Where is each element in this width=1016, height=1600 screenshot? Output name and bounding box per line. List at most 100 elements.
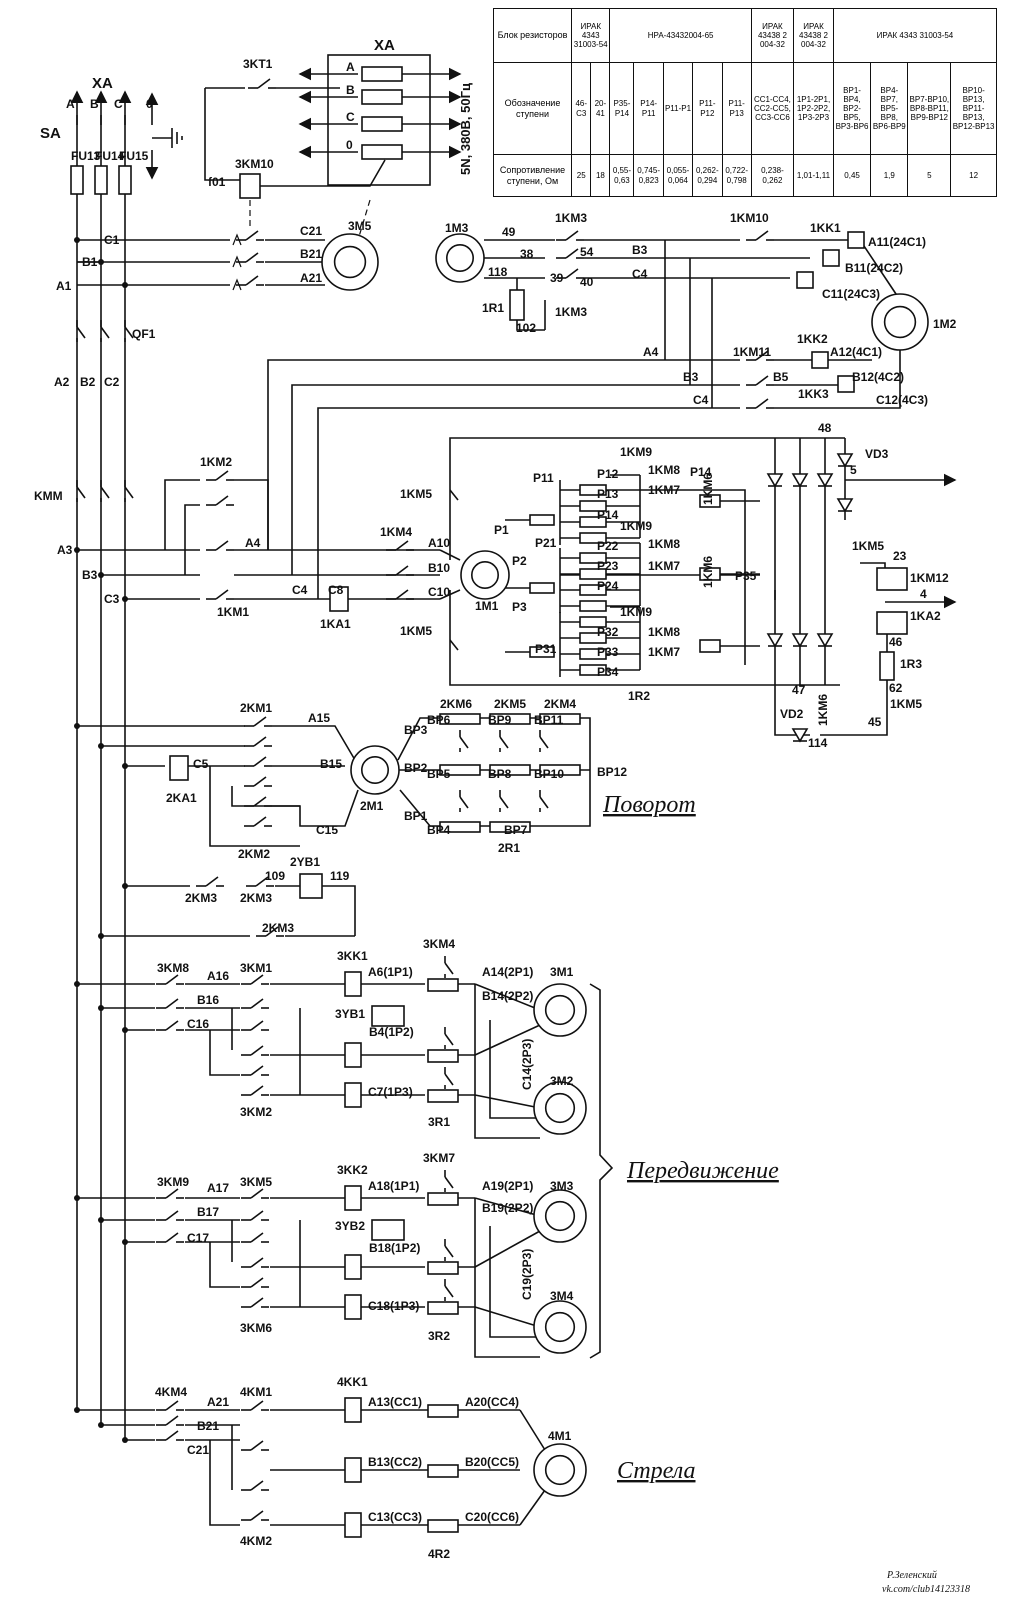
3km10-contact-blade — [245, 252, 259, 263]
label: C20(CC6) — [465, 1510, 519, 1524]
label: 1KM6 — [701, 556, 715, 588]
label: 1KM4 — [380, 525, 412, 539]
wire — [272, 725, 356, 761]
motor-1m3 — [435, 233, 485, 283]
wire — [449, 590, 840, 686]
junction-dot — [122, 1027, 128, 1033]
label: C8 — [328, 583, 344, 597]
motor-2m1-rotor — [360, 755, 389, 784]
1km11-contact-blade — [755, 375, 769, 386]
contactor-blade — [444, 1176, 454, 1189]
1km4-contact-blade — [395, 540, 409, 551]
label: A14(2P1) — [482, 965, 533, 979]
motor-travel — [533, 1300, 587, 1354]
label: C3 — [104, 592, 120, 606]
label: 3KM8 — [157, 961, 189, 975]
label: A17 — [207, 1181, 229, 1195]
label: FU13 — [71, 149, 101, 163]
table-cell: ИРАК 43438 2 004-32 — [750, 7, 795, 64]
4kk1-thermal — [344, 1512, 362, 1538]
junction-dot — [122, 763, 128, 769]
label: A12(4C1) — [830, 345, 882, 359]
contactor-blade — [250, 1232, 264, 1243]
label: C19(2P3) — [520, 1249, 534, 1300]
2km-contact-blade — [253, 736, 267, 747]
contactor-blade — [250, 1297, 264, 1308]
resistor — [579, 616, 607, 628]
4kk1-thermal — [344, 1457, 362, 1483]
1km5-contact — [449, 489, 459, 501]
2ka1-coil — [169, 755, 189, 781]
label: C4 — [693, 393, 709, 407]
label: C13(CC3) — [368, 1510, 422, 1524]
label: 4R2 — [428, 1547, 450, 1561]
resistor — [579, 552, 607, 564]
1km3-contact-blade — [565, 268, 579, 279]
resistor-table: Блок резисторов ИРАК 4343 31003-54 НРА-4… — [492, 7, 998, 197]
table-cell: 0,055-0,064 — [662, 154, 694, 197]
2km-contact-blade — [499, 796, 509, 809]
wire — [519, 1409, 546, 1451]
xa-terminal — [361, 116, 403, 132]
label: C21 — [300, 224, 322, 238]
junction-dot — [74, 981, 80, 987]
rotor-resistor-2r1 — [539, 713, 581, 725]
label: A4 — [643, 345, 659, 359]
label: P34 — [597, 665, 619, 679]
label: 1KM8 — [648, 537, 680, 551]
table-cell: ВР1-ВР4, ВР2-ВР5, ВР3-ВР6 — [832, 62, 872, 156]
4kk1-thermal — [344, 1397, 362, 1423]
label: C18(1P3) — [368, 1299, 419, 1313]
label: 3KM2 — [240, 1105, 272, 1119]
label: 1KA1 — [320, 617, 351, 631]
1km5-contact — [449, 639, 459, 651]
travel-resistor — [427, 1261, 459, 1275]
travel-resistor — [427, 1301, 459, 1315]
label: BP3 — [404, 723, 428, 737]
label: A6(1P1) — [368, 965, 413, 979]
table-cell: 5 — [907, 154, 952, 197]
label: B3 — [683, 370, 699, 384]
2km-contact-blade — [253, 756, 267, 767]
thermal-mark — [232, 255, 242, 268]
rotor-resistor-2r1 — [439, 821, 481, 833]
label: 1KA2 — [910, 609, 941, 623]
label: A21 — [300, 271, 322, 285]
1km10-contact-blade — [755, 230, 769, 241]
label: 3KM4 — [423, 937, 455, 951]
motor-1m2 — [871, 293, 929, 351]
wire — [209, 1030, 240, 1076]
3yb2-coil — [371, 1219, 405, 1241]
label: 4 — [920, 587, 927, 601]
label: P21 — [535, 536, 557, 550]
xa-terminal — [361, 89, 403, 105]
3kk2-thermal — [344, 1185, 362, 1211]
label: A11(24C1) — [868, 235, 926, 249]
contactor-blade — [250, 1020, 264, 1031]
4km4-contact-blade — [165, 1430, 179, 1441]
label: P11 — [533, 471, 554, 485]
1kk3-thermal — [837, 375, 855, 393]
2km-contact-blade — [539, 736, 549, 749]
contactor-blade — [250, 998, 264, 1009]
label: KMM — [34, 489, 63, 503]
label: 1R2 — [628, 689, 650, 703]
resistor-1r3 — [879, 651, 895, 681]
label: 1M3 — [445, 221, 469, 235]
4km-contact-blade — [250, 1440, 264, 1451]
label: C16 — [187, 1017, 209, 1031]
resistor — [579, 584, 607, 596]
label: 47 — [792, 683, 806, 697]
section-travel: Передвижение — [626, 1158, 779, 1184]
wire — [317, 407, 712, 599]
label: B20(CC5) — [465, 1455, 519, 1469]
label: B11(24C2) — [845, 261, 903, 275]
label: 2R1 — [498, 841, 520, 855]
contactor-blade — [165, 1210, 179, 1221]
2km-contact-blade — [539, 796, 549, 809]
wire — [272, 789, 359, 827]
table-cell: ВР7-ВР10, ВР8-ВР11, ВР9-ВР12 — [907, 62, 952, 156]
components-layer — [70, 54, 908, 1538]
contactor-blade — [250, 1085, 264, 1096]
